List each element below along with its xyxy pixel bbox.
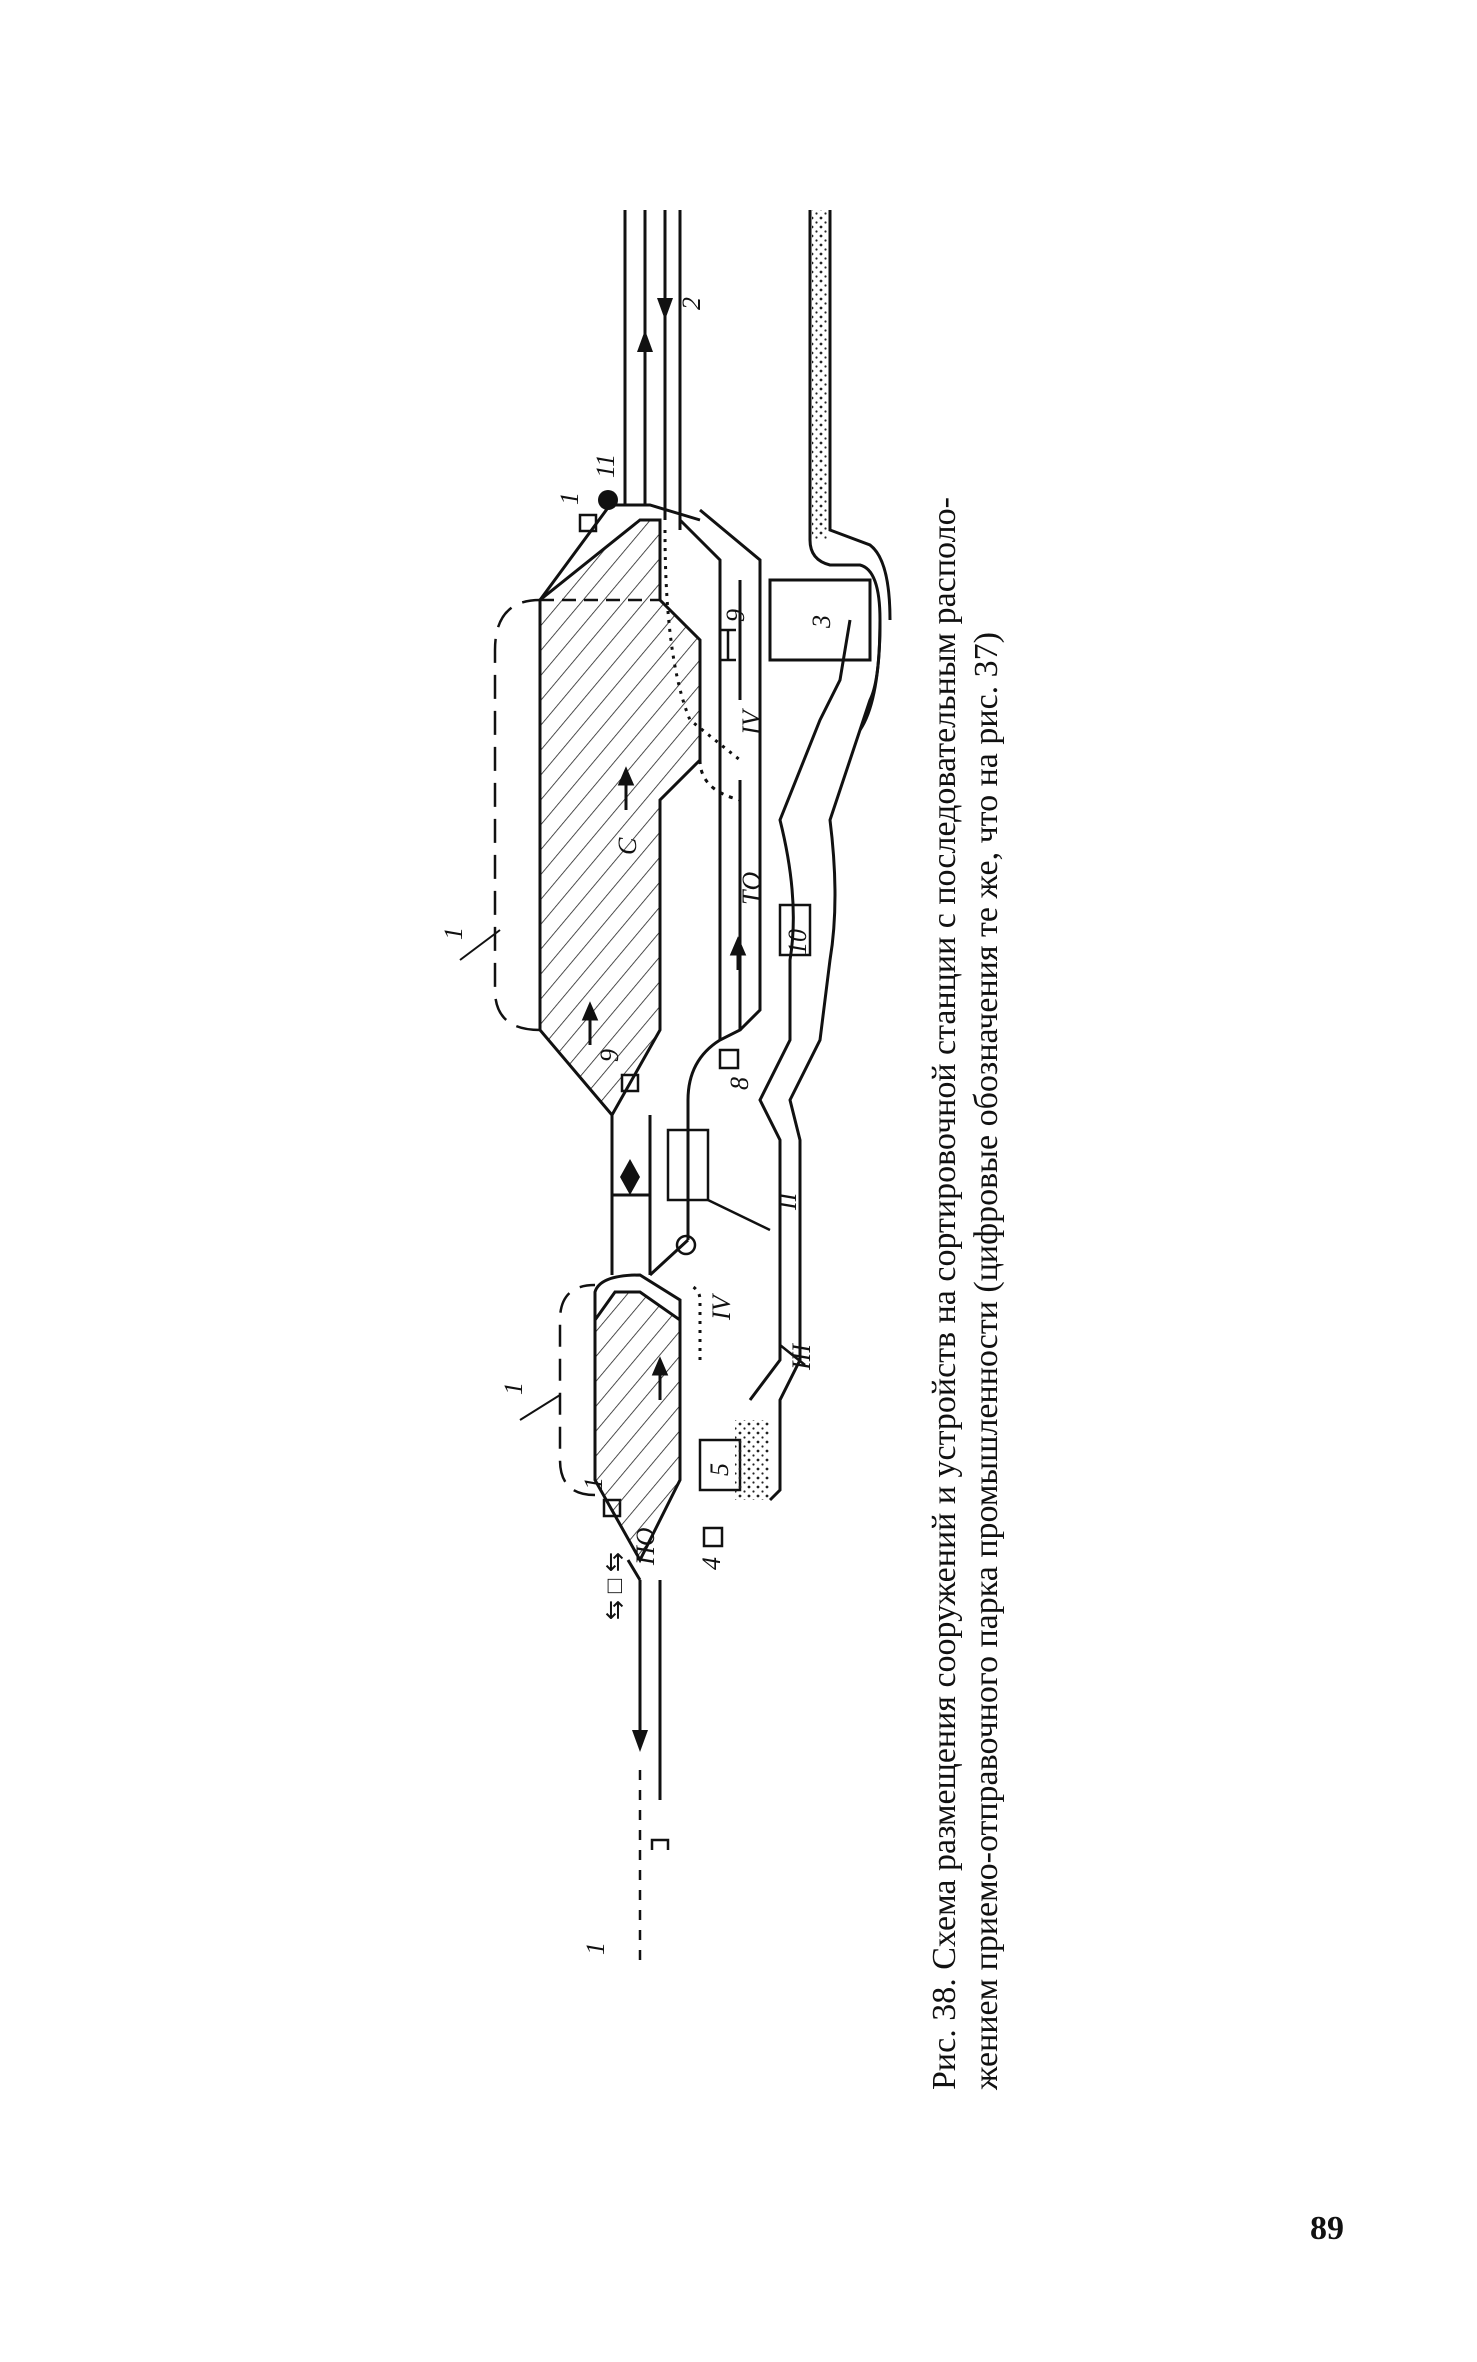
building-3-box xyxy=(768,578,872,662)
road-II-building xyxy=(666,1128,710,1202)
yard-s-arrow-2 xyxy=(617,766,635,810)
hump-diamond xyxy=(620,1159,640,1195)
road-IV-upper-dotted xyxy=(663,529,741,762)
building-9b-mark xyxy=(720,628,736,662)
industrial-siding-dots xyxy=(812,210,828,540)
track-2-label: 2 xyxy=(677,297,706,310)
signal-1-top-label: 1 xyxy=(555,492,584,505)
yard-s-arrow-1 xyxy=(581,1001,599,1045)
road-III-label: III xyxy=(787,1343,816,1371)
signal-1-top-box xyxy=(578,513,598,533)
road-III-inner xyxy=(748,619,852,1401)
road-III-leader xyxy=(779,1344,806,1366)
building-10-label: 10 xyxy=(783,929,812,955)
caption-line-1: Рис. 38. Схема размещения сооружений и у… xyxy=(926,497,963,2090)
building-9-label: 9 xyxy=(595,1049,624,1062)
yard-po-top xyxy=(593,1273,682,1320)
yard-s-area xyxy=(538,518,702,1118)
to-yard-arrow xyxy=(729,936,747,970)
building-4-label: 4 xyxy=(697,1557,726,1570)
road-IV-lower-label: IV xyxy=(707,1292,736,1321)
road-II-leader xyxy=(707,1198,771,1232)
industrial-siding-outer xyxy=(828,210,892,621)
item-11-label: 11 xyxy=(591,454,620,478)
road-II-marker xyxy=(675,1234,697,1256)
building-9b-label: 9 xyxy=(721,609,750,622)
building-9-box xyxy=(620,1073,640,1093)
figure-caption: Рис. 38. Схема размещения сооружений и у… xyxy=(924,130,1008,2090)
bypass-1-lower-label: 1 xyxy=(499,1382,528,1395)
road-II-label: II xyxy=(773,1191,802,1211)
building-10-box xyxy=(778,903,812,957)
main-line-right xyxy=(623,210,682,530)
yard-po-inner-mark: ⇆ □ ⇆ xyxy=(601,1552,628,1620)
main-line-left xyxy=(626,1559,662,1960)
building-8-label: 8 xyxy=(725,1077,754,1090)
bypass-1-upper-tick xyxy=(459,929,501,961)
road-IV-upper-label: IV xyxy=(737,707,766,736)
hook-left xyxy=(650,1838,670,1850)
bypass-1-upper-label: 1 xyxy=(439,927,468,940)
track-2-arrow-up xyxy=(637,330,653,352)
to-yard-tracks xyxy=(678,508,762,1240)
yard-po-arrow xyxy=(651,1356,669,1400)
bypass-1-upper-dashed xyxy=(493,598,541,1032)
road-III-dots xyxy=(735,1420,770,1500)
yard-po-area xyxy=(593,1290,682,1564)
building-8-box xyxy=(718,1048,740,1070)
building-3-label: 3 xyxy=(807,615,836,629)
track-2-arrow-down xyxy=(657,298,673,320)
track-1-arrow xyxy=(632,1730,648,1752)
yard-s-top-edge xyxy=(538,503,701,601)
bypass-1-lower-tick xyxy=(519,1394,561,1421)
building-4-box xyxy=(702,1526,724,1548)
industrial-siding-inner xyxy=(808,210,882,621)
yard-s-label: С xyxy=(613,837,642,855)
yard-po-label: ПО xyxy=(631,1527,660,1566)
bypass-1-lower-dashed xyxy=(558,1283,596,1497)
item-11-dot xyxy=(598,490,618,510)
siding-loop xyxy=(858,619,882,731)
yard-to-label: ТО xyxy=(737,872,766,905)
to-yard-dotted xyxy=(698,640,741,802)
road-IV-lower-dotted xyxy=(689,1283,702,1360)
page-number: 89 xyxy=(1310,2210,1344,2247)
building-5-label: 5 xyxy=(705,1463,734,1476)
caption-line-2: жением приемо-отправочного парка промышл… xyxy=(968,632,1005,2090)
track-1-label: 1 xyxy=(581,1942,610,1955)
